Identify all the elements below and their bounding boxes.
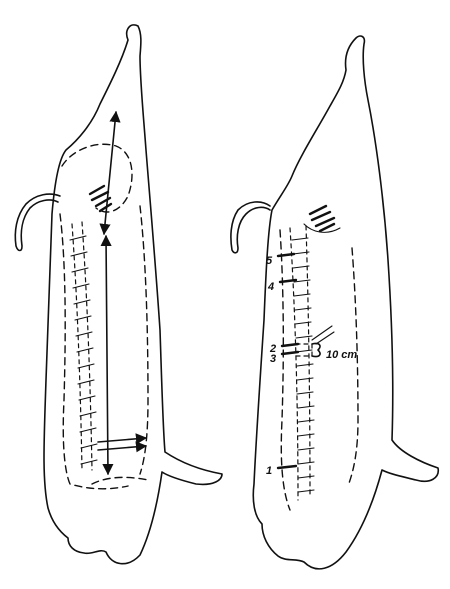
right-tail-hook xyxy=(231,202,270,253)
point-label-4: 4 xyxy=(267,281,274,293)
left-carcass-outline xyxy=(44,25,222,564)
left-width-arrow-lower xyxy=(98,446,146,450)
right-spine xyxy=(290,226,314,500)
point-label-5: 5 xyxy=(266,255,273,267)
right-carcass-half xyxy=(231,36,438,569)
left-ham-contour xyxy=(62,144,132,212)
left-inner-line xyxy=(140,206,148,474)
left-belly-line xyxy=(92,477,148,484)
right-carcass-outline xyxy=(253,36,438,569)
ten-cm-bracket xyxy=(312,343,320,356)
point-label-1: 1 xyxy=(266,465,272,477)
point-label-3: 3 xyxy=(270,353,276,365)
distance-label: 10 cm xyxy=(326,349,357,361)
left-spine xyxy=(70,222,97,470)
right-muscle-hatch xyxy=(310,206,334,231)
left-body-length-arrow xyxy=(106,236,108,474)
right-diagonal-lines xyxy=(312,326,334,344)
left-width-arrow-upper xyxy=(98,438,146,442)
right-inner-line xyxy=(348,248,358,486)
left-carcass-half xyxy=(15,25,222,564)
left-upper-length-arrow xyxy=(104,112,116,234)
